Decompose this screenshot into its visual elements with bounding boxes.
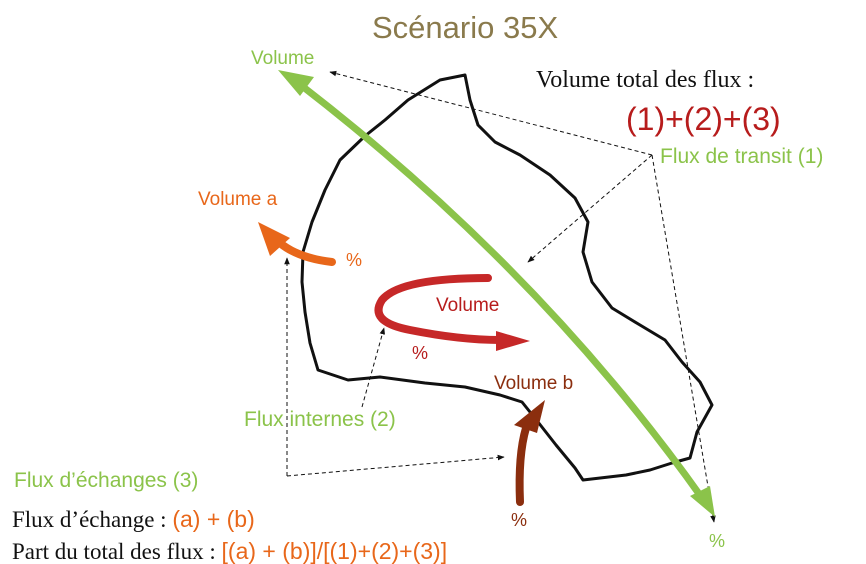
transit-arrowhead-end: [690, 486, 715, 517]
transit-percent: %: [709, 531, 726, 551]
share-formula-line: Part du total des flux : [(a) + (b)]/[(1…: [12, 538, 448, 564]
exchange-a-arrow: [276, 239, 336, 266]
total-flux-formula: (1)+(2)+(3): [626, 101, 781, 137]
share-formula-value: [(a) + (b)]/[(1)+(2)+(3)]: [221, 538, 448, 564]
exchange-horizontal-connector: [286, 454, 505, 477]
volume-b-percent: %: [511, 510, 528, 530]
exchange-a-arrowhead: [258, 222, 290, 256]
exchange-b-arrowhead: [514, 400, 545, 433]
internal-flow-arrow: [374, 274, 504, 344]
transit-flow-arrow: [298, 82, 706, 502]
internal-flow-arrowhead: [496, 331, 530, 351]
volume-b-label: Volume b: [494, 373, 574, 394]
share-formula-prefix: Part du total des flux :: [12, 539, 222, 564]
volume-a-percent: %: [346, 250, 363, 270]
internal-flow-label: Flux internes (2): [244, 408, 396, 431]
exchange-formula-line: Flux d’échange : (a) + (b): [12, 506, 255, 532]
diagram-title: Scénario 35X: [372, 10, 559, 45]
internal-volume-label: Volume: [436, 295, 500, 316]
transit-flow-label: Flux de transit (1): [660, 145, 824, 168]
volume-a-label: Volume a: [198, 189, 278, 210]
internal-to-loop-connector: [361, 327, 386, 408]
exchange-flow-label: Flux d’échanges (3): [14, 469, 199, 492]
transit-to-arrow-connector: [527, 154, 653, 263]
dashed-connectors: [284, 70, 716, 523]
exchange-formula-value: (a) + (b): [172, 506, 255, 532]
exchange-formula-prefix: Flux d’échange :: [12, 507, 173, 532]
transit-volume-label: Volume: [251, 48, 315, 69]
internal-percent: %: [412, 343, 429, 363]
exchange-b-arrow: [515, 424, 530, 506]
transit-arrowhead-start: [278, 70, 314, 96]
transit-to-pct-connector: [651, 154, 716, 523]
total-flux-heading: Volume total des flux :: [536, 67, 755, 93]
